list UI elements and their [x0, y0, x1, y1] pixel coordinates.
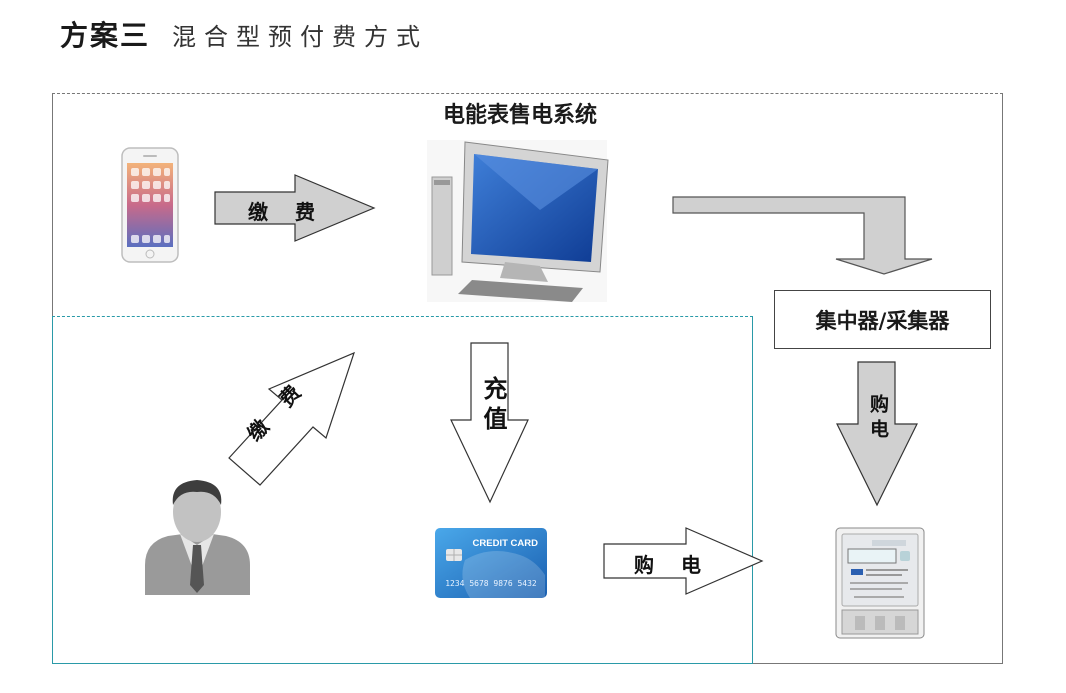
buy-arrow-right: [603, 527, 764, 595]
recharge-arrow-down: [450, 342, 529, 504]
page-title: 方案三 混合型预付费方式: [60, 14, 428, 54]
credit-card-icon: CREDIT CARD 1234 5678 9876 5432: [435, 528, 547, 598]
user-icon: [145, 480, 250, 595]
card-brand-text: CREDIT CARD: [473, 538, 539, 549]
recharge-label: 充值: [479, 376, 507, 436]
buy-label-right: 购电: [867, 394, 889, 444]
phone-icon: [121, 147, 179, 263]
card-number-text: 1234 5678 9876 5432: [445, 579, 537, 588]
system-title: 电能表售电系统: [442, 103, 597, 128]
pay-arrow-diagonal: [228, 351, 355, 486]
bent-arrow-to-concentrator: [672, 196, 933, 275]
buy-label-bottom: 购 电: [634, 553, 711, 577]
concentrator-label: 集中器/采集器: [815, 308, 950, 333]
pay-label-top: 缴 费: [248, 200, 325, 224]
title-subtitle: 混合型预付费方式: [172, 23, 429, 51]
pay-arrow-right: [214, 174, 376, 242]
computer-icon: [427, 140, 609, 302]
inner-frame: [52, 316, 753, 664]
title-main: 方案三: [60, 19, 151, 52]
concentrator-box: 集中器/采集器: [774, 290, 991, 349]
electric-meter-icon: [835, 527, 925, 639]
buy-arrow-down: [836, 361, 918, 507]
